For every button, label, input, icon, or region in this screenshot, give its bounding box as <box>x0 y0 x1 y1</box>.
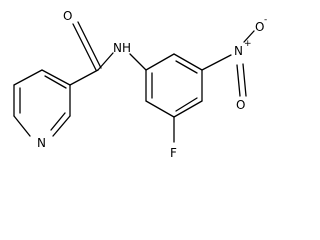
pyridine-nitrogen-label: N <box>37 136 46 150</box>
carbonyl-oxygen-label: O <box>63 9 72 23</box>
chemical-structure: O NH N N + O - O F <box>13 9 267 160</box>
benzene-ring <box>145 53 203 118</box>
amide-linker <box>69 21 147 86</box>
pyridine-ring <box>13 69 71 137</box>
fluorine-label: F <box>170 146 177 160</box>
substituent-bonds <box>173 30 255 143</box>
amide-nh-label: NH <box>113 41 131 55</box>
nitro-nitrogen-label: N <box>234 44 243 58</box>
nitro-oxygen-top-charge: - <box>264 15 267 25</box>
nitro-nitrogen-charge: + <box>244 39 252 49</box>
nitro-oxygen-bottom-label: O <box>236 98 245 112</box>
nitro-oxygen-top-label: O <box>255 20 264 34</box>
